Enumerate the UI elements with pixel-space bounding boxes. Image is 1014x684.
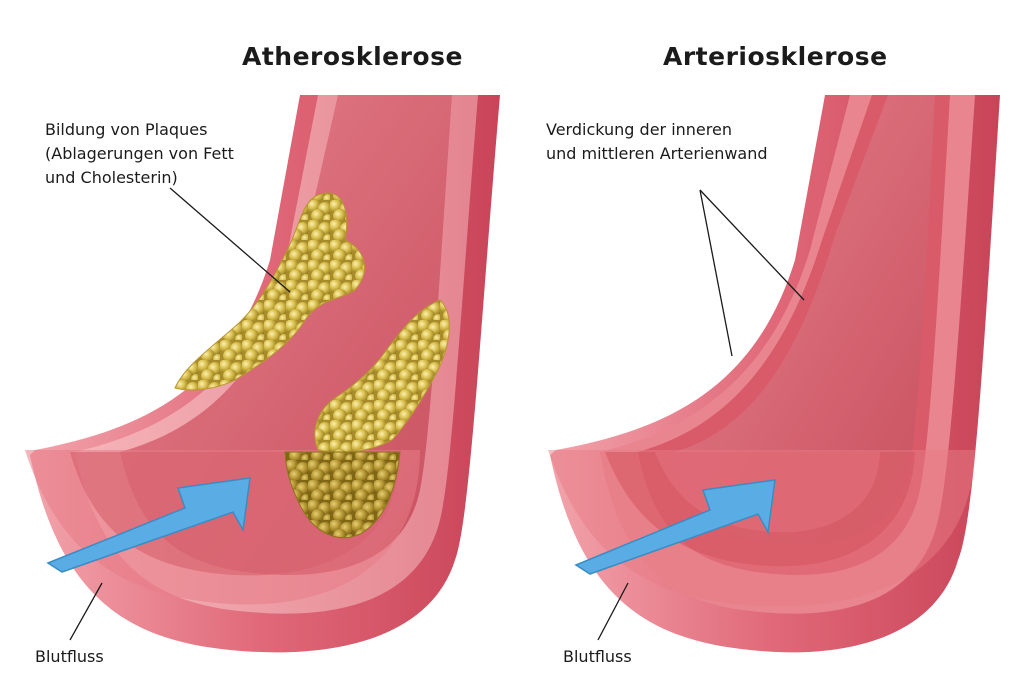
wall-leader-line-2 [700,190,804,300]
plaque-label-line-1: Bildung von Plaques [45,118,234,142]
right-title: Arteriosklerose [663,42,888,76]
wall-label-line-2: und mittleren Arterienwand [546,142,768,166]
plaque-label-line-3: und Cholesterin) [45,166,234,190]
left-title: Atherosklerose [242,42,463,76]
right-artery [548,95,1000,652]
plaque-label-line-2: (Ablagerungen von Fett [45,142,234,166]
plaque-label: Bildung von Plaques (Ablagerungen von Fe… [45,118,234,190]
left-flow-label: Blutfluss [35,645,104,669]
left-flow-leader-line [70,583,102,640]
right-flow-label: Blutfluss [563,645,632,669]
wall-label: Verdickung der inneren und mittleren Art… [546,118,768,166]
wall-label-line-1: Verdickung der inneren [546,118,768,142]
plaque-leader-line [170,188,290,292]
wall-leader-line-1 [700,190,732,356]
